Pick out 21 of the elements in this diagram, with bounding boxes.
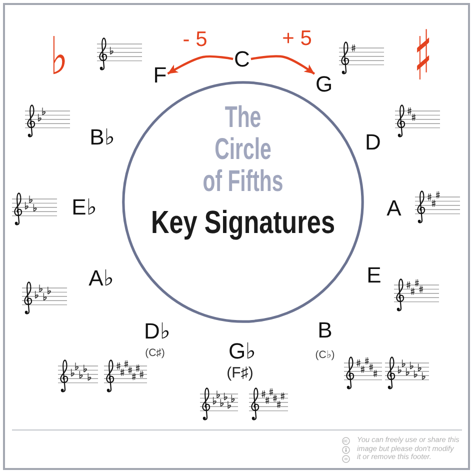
sharp-sign: ♯ bbox=[414, 22, 432, 92]
note-name: E bbox=[366, 262, 382, 288]
note-name: G♭ bbox=[228, 338, 256, 364]
enharmonic-note-name: (C♭) bbox=[315, 348, 335, 362]
note-name: F bbox=[153, 62, 167, 88]
circle-title: The Circle of Fifths bbox=[202, 102, 284, 198]
arrow bbox=[167, 55, 234, 75]
note-name: D♭ bbox=[144, 318, 170, 344]
note-name: A bbox=[386, 195, 402, 221]
note-name: C bbox=[234, 46, 250, 72]
note-name: E♭ bbox=[72, 194, 96, 220]
note-name: A♭ bbox=[88, 265, 114, 291]
note-name: D bbox=[365, 129, 381, 155]
note-name: G bbox=[315, 71, 333, 97]
arrow bbox=[250, 55, 316, 75]
enharmonic-note-name: (F♯) bbox=[226, 364, 254, 382]
note-name: B bbox=[318, 317, 332, 343]
circle-subtitle: Key Signatures bbox=[150, 204, 336, 240]
flat-sign: ♭ bbox=[50, 31, 68, 83]
note-name: B♭ bbox=[90, 124, 114, 150]
enharmonic-note-name: (C♯) bbox=[145, 346, 165, 360]
